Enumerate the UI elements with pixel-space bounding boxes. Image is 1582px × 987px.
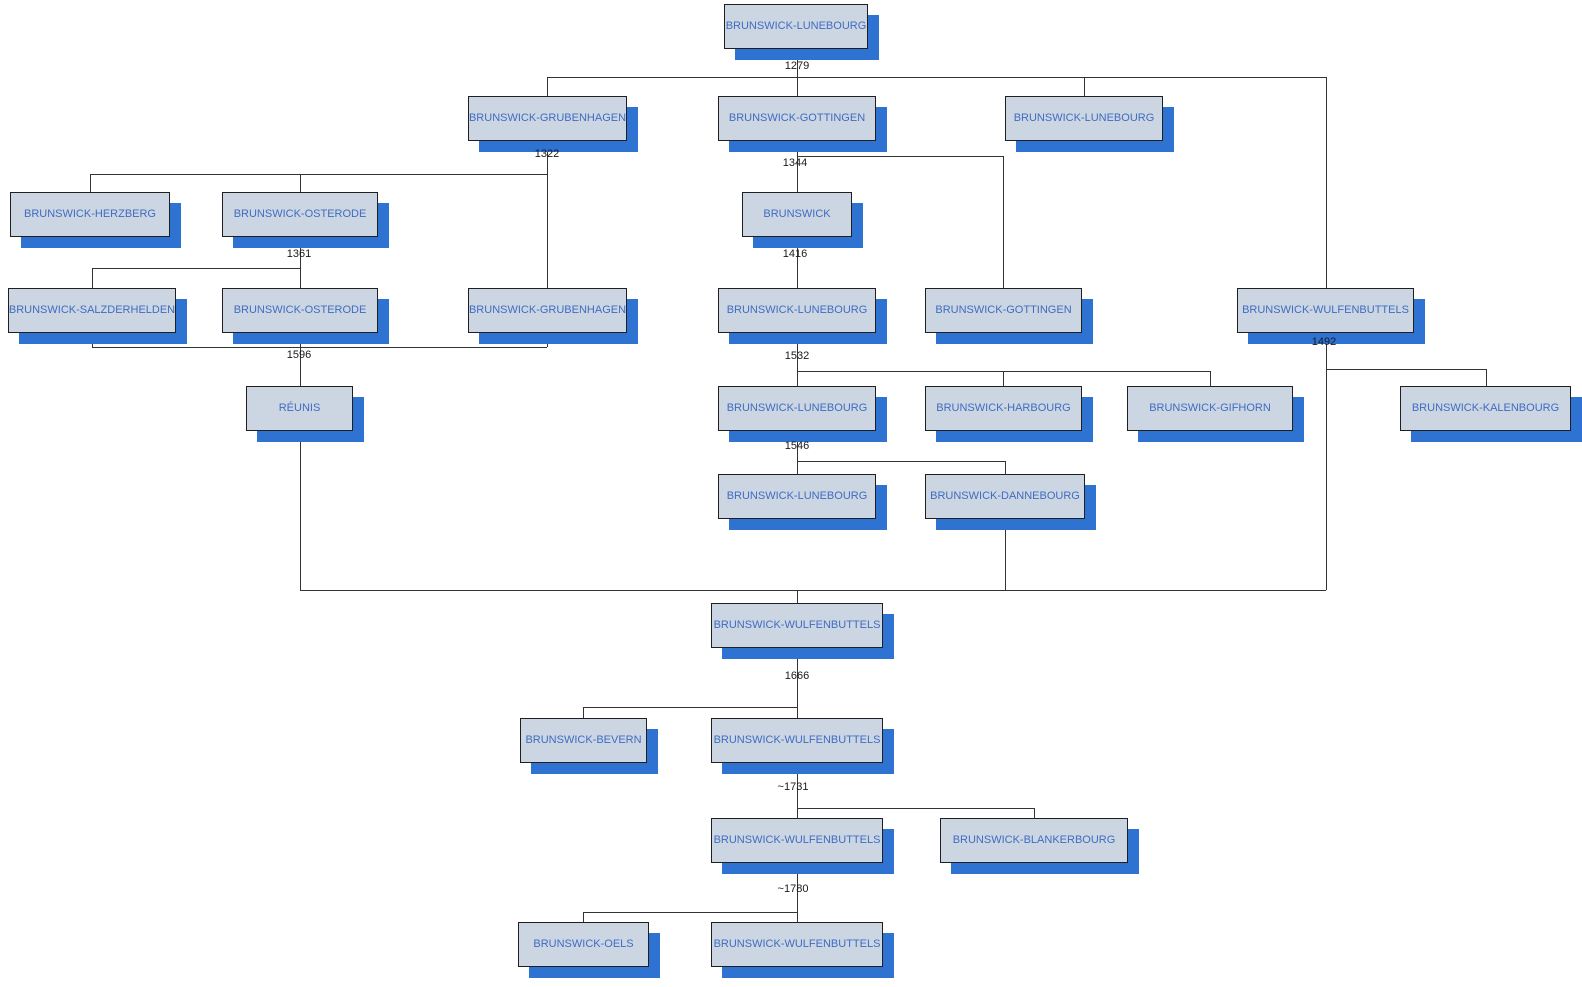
connector-line-vertical <box>797 431 798 474</box>
connector-line-vertical <box>547 77 548 96</box>
junction-year-label-y1344: 1344 <box>782 157 808 169</box>
connector-line-vertical <box>1034 808 1035 818</box>
connector-line-vertical <box>797 237 798 288</box>
tree-node-lunebourg-b[interactable]: BRUNSWICK-LUNEBOURG <box>718 288 876 333</box>
tree-node-wulfenbuttels-d[interactable]: BRUNSWICK-WULFENBUTTELS <box>711 818 883 863</box>
junction-year-label-y1546: 1546 <box>784 440 810 452</box>
connector-line-horizontal <box>797 156 1003 157</box>
tree-node-herzberg[interactable]: BRUNSWICK-HERZBERG <box>10 192 170 237</box>
tree-node-brunswick[interactable]: BRUNSWICK <box>742 192 852 237</box>
connector-line-horizontal <box>92 347 547 348</box>
connector-line-horizontal <box>1326 369 1486 370</box>
connector-line-vertical <box>797 648 798 718</box>
connector-line-vertical <box>1084 77 1085 96</box>
tree-node-grubenhagen-a[interactable]: BRUNSWICK-GRUBENHAGEN <box>468 96 627 141</box>
tree-node-wulfenbuttels-b[interactable]: BRUNSWICK-WULFENBUTTELS <box>711 603 883 648</box>
connector-line-horizontal <box>583 707 797 708</box>
tree-node-gottingen-b[interactable]: BRUNSWICK-GOTTINGEN <box>925 288 1082 333</box>
junction-year-label-y1532: 1532 <box>784 350 810 362</box>
junction-year-label-y1492: 1492 <box>1311 336 1337 348</box>
junction-year-label-y1596: 1596 <box>286 349 312 361</box>
tree-node-wulfenbuttels-e[interactable]: BRUNSWICK-WULFENBUTTELS <box>711 922 883 967</box>
connector-line-vertical <box>92 333 93 347</box>
connector-line-horizontal <box>797 808 1034 809</box>
tree-node-wulfenbuttels-c[interactable]: BRUNSWICK-WULFENBUTTELS <box>711 718 883 763</box>
junction-year-label-y1780: ~1780 <box>777 883 809 895</box>
tree-node-osterode-b[interactable]: BRUNSWICK-OSTERODE <box>222 288 378 333</box>
tree-node-kalenbourg[interactable]: BRUNSWICK-KALENBOURG <box>1400 386 1571 431</box>
connector-line-vertical <box>300 237 301 288</box>
connector-line-horizontal <box>547 77 1326 78</box>
tree-node-gifhorn[interactable]: BRUNSWICK-GIFHORN <box>1127 386 1293 431</box>
tree-node-grubenhagen-b[interactable]: BRUNSWICK-GRUBENHAGEN <box>468 288 627 333</box>
connector-line-vertical <box>797 333 798 386</box>
connector-line-vertical <box>1326 333 1327 590</box>
connector-line-horizontal <box>583 912 797 913</box>
connector-line-vertical <box>1005 461 1006 474</box>
junction-year-label-y1666: 1666 <box>784 670 810 682</box>
tree-node-blankerbourg[interactable]: BRUNSWICK-BLANKERBOURG <box>940 818 1128 863</box>
connector-line-vertical <box>797 49 798 77</box>
tree-node-gottingen-a[interactable]: BRUNSWICK-GOTTINGEN <box>718 96 876 141</box>
connector-line-vertical <box>1326 77 1327 288</box>
connector-line-vertical <box>1486 369 1487 386</box>
tree-node-salzderhelden[interactable]: BRUNSWICK-SALZDERHELDEN <box>8 288 176 333</box>
connector-line-vertical <box>92 268 93 288</box>
junction-year-label-y1279: 1279 <box>784 60 810 72</box>
connector-line-vertical <box>90 174 91 192</box>
connector-line-vertical <box>797 590 798 603</box>
tree-node-bevern[interactable]: BRUNSWICK-BEVERN <box>520 718 647 763</box>
connector-line-horizontal <box>300 590 1326 591</box>
connector-line-vertical <box>300 174 301 192</box>
connector-line-vertical <box>1210 371 1211 386</box>
connector-line-vertical <box>583 912 584 922</box>
junction-year-label-y1731: ~1731 <box>777 781 809 793</box>
connector-line-vertical <box>797 763 798 818</box>
connector-line-vertical <box>547 141 548 288</box>
connector-line-vertical <box>583 707 584 718</box>
connector-line-horizontal <box>92 268 300 269</box>
tree-node-lunebourg-a[interactable]: BRUNSWICK-LUNEBOURG <box>1005 96 1163 141</box>
tree-node-harbourg[interactable]: BRUNSWICK-HARBOURG <box>925 386 1082 431</box>
connector-line-vertical <box>300 333 301 386</box>
connector-line-vertical <box>797 77 798 96</box>
connector-line-vertical <box>797 141 798 192</box>
connector-line-horizontal <box>797 461 1005 462</box>
connector-line-vertical <box>1003 371 1004 386</box>
tree-node-lunebourg-c[interactable]: BRUNSWICK-LUNEBOURG <box>718 386 876 431</box>
connector-line-vertical <box>1003 156 1004 288</box>
connector-line-vertical <box>797 863 798 922</box>
tree-node-reunis[interactable]: RÉUNIS <box>246 386 353 431</box>
connector-line-vertical <box>300 431 301 590</box>
tree-node-wulfenbuttels-a[interactable]: BRUNSWICK-WULFENBUTTELS <box>1237 288 1414 333</box>
connector-line-vertical <box>1005 519 1006 590</box>
connector-line-vertical <box>547 333 548 347</box>
tree-node-lunebourg-d[interactable]: BRUNSWICK-LUNEBOURG <box>718 474 876 519</box>
tree-node-oels[interactable]: BRUNSWICK-OELS <box>518 922 649 967</box>
junction-year-label-y1322: 1322 <box>534 148 560 160</box>
junction-year-label-y1416: 1416 <box>782 248 808 260</box>
tree-node-lunebourg-root[interactable]: BRUNSWICK-LUNEBOURG <box>724 4 868 49</box>
junction-year-label-y1361: 1361 <box>286 248 312 260</box>
connector-line-horizontal <box>90 174 547 175</box>
tree-node-osterode-a[interactable]: BRUNSWICK-OSTERODE <box>222 192 378 237</box>
tree-node-dannebourg[interactable]: BRUNSWICK-DANNEBOURG <box>925 474 1085 519</box>
